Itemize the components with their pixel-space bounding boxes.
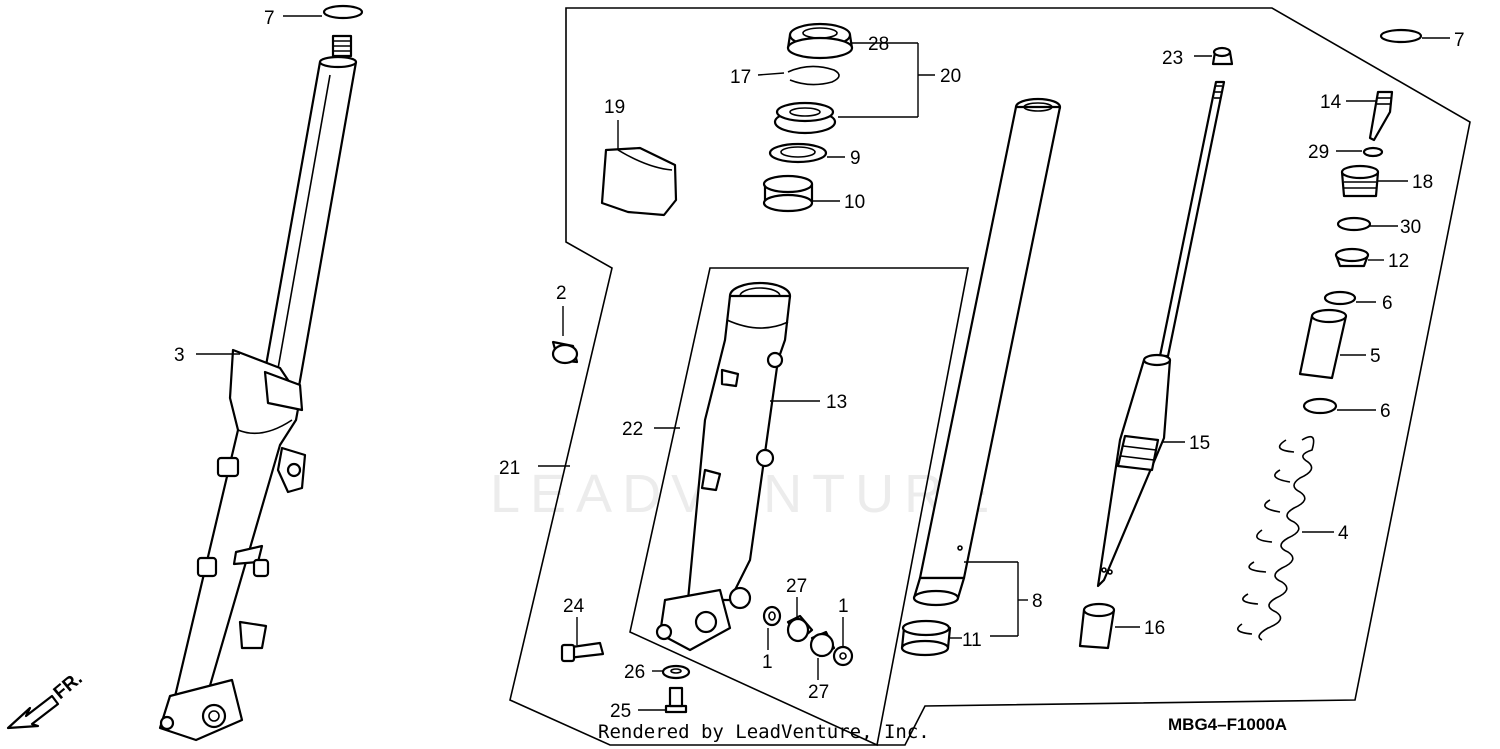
callout-14: 14	[1320, 92, 1342, 113]
callout-4: 4	[1338, 523, 1349, 544]
front-direction-icon: FR.	[6, 668, 87, 730]
callout-2: 2	[556, 283, 567, 304]
spring-parts-drawing	[1236, 28, 1423, 641]
callout-22: 22	[622, 419, 643, 440]
axle-parts-drawing	[762, 605, 854, 667]
callout-10: 10	[844, 192, 865, 213]
callout-27: 27	[808, 682, 829, 703]
callout-6: 6	[1382, 293, 1393, 314]
callout-12: 12	[1388, 251, 1409, 272]
callout-18: 18	[1412, 172, 1433, 193]
collar-drawing	[551, 340, 579, 365]
callout-24: 24	[563, 596, 585, 617]
callout-1: 1	[838, 596, 849, 617]
diagram-code: MBG4–F1000A	[1168, 715, 1287, 734]
damper-rod-drawing	[1078, 46, 1234, 650]
fork-assembly-drawing	[158, 4, 364, 742]
callout-17: 17	[730, 67, 751, 88]
render-credit: Rendered by LeadVenture, Inc.	[598, 721, 930, 743]
subassembly-outline	[629, 267, 969, 747]
callout-15: 15	[1189, 433, 1210, 454]
callout-13: 13	[826, 392, 847, 413]
callout-25: 25	[610, 701, 631, 722]
assembly-outline	[509, 7, 1471, 746]
callout-11: 11	[962, 630, 982, 651]
callout-9: 9	[850, 148, 861, 169]
callout-7: 7	[1454, 30, 1465, 51]
callout-3: 3	[174, 345, 185, 366]
callout-27: 27	[786, 576, 807, 597]
callout-30: 30	[1400, 217, 1421, 238]
callout-23: 23	[1162, 48, 1183, 69]
leader-lines	[196, 15, 1450, 711]
seal-parts-drawing	[600, 22, 854, 217]
callout-1: 1	[762, 652, 773, 673]
callout-28: 28	[868, 34, 889, 55]
callout-8: 8	[1032, 591, 1043, 612]
callout-6: 6	[1380, 401, 1391, 422]
callout-labels: 7 3 2 19 17 28 20 9 10 21 22 13 24 26 25…	[174, 8, 1465, 722]
callout-29: 29	[1308, 142, 1329, 163]
callout-19: 19	[604, 97, 625, 118]
callout-20: 20	[940, 66, 961, 87]
callout-21: 21	[499, 458, 520, 479]
bottom-case-drawing	[655, 281, 792, 652]
callout-7: 7	[264, 8, 275, 29]
callout-26: 26	[624, 662, 645, 683]
direction-label: FR.	[50, 668, 87, 704]
fork-pipe-drawing	[900, 97, 1062, 657]
bolts-drawing	[560, 641, 691, 714]
callout-16: 16	[1144, 618, 1165, 639]
callout-5: 5	[1370, 346, 1381, 367]
